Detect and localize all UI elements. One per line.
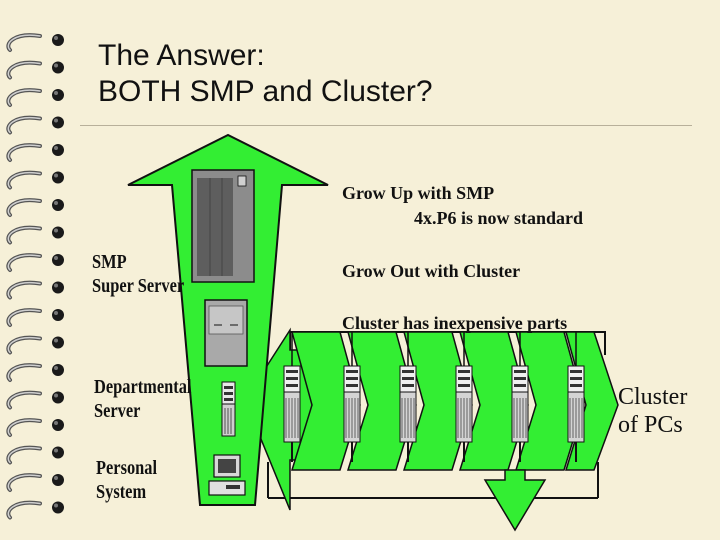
spiral-ring-icon bbox=[6, 88, 64, 107]
spiral-ring-icon bbox=[6, 308, 64, 327]
tier-personal-line-2: System bbox=[96, 481, 147, 503]
point-cluster-parts: Cluster has inexpensive parts bbox=[342, 313, 568, 333]
spiral-ring-icon bbox=[6, 363, 64, 382]
spiral-ring-icon bbox=[6, 33, 64, 52]
spiral-ring-icon bbox=[6, 280, 64, 300]
tier-smp-line-2: Super Server bbox=[92, 275, 185, 297]
spiral-ring-icon bbox=[6, 253, 64, 272]
title-line-1: The Answer: bbox=[98, 39, 265, 72]
personal-system-icon bbox=[208, 454, 246, 496]
departmental-server-icon bbox=[221, 381, 236, 437]
spiral-binding-icon bbox=[6, 33, 64, 520]
slide-title: The Answer: BOTH SMP and Cluster? bbox=[98, 38, 678, 110]
smp-cluster-diagram bbox=[127, 133, 619, 532]
point-grow-up: Grow Up with SMP bbox=[342, 183, 495, 203]
tier-departmental-line-2: Server bbox=[94, 400, 141, 422]
title-line-2: BOTH SMP and Cluster? bbox=[98, 75, 433, 108]
cluster-label-line-2: of PCs bbox=[618, 412, 683, 438]
spiral-ring-icon bbox=[6, 115, 64, 135]
tier-label-departmental: Departmental Server bbox=[94, 375, 191, 423]
spiral-ring-icon bbox=[6, 335, 64, 355]
cluster-pc-icon bbox=[399, 332, 417, 462]
cluster-of-pcs-label: Cluster of PCs bbox=[618, 383, 687, 439]
spiral-ring-icon bbox=[6, 225, 64, 245]
smp-super-server-icon bbox=[191, 169, 255, 367]
cluster-pc-icon bbox=[511, 332, 529, 462]
tier-label-smp: SMP Super Server bbox=[92, 250, 184, 298]
point-grow-up-sub: 4x.P6 is now standard bbox=[414, 208, 584, 228]
point-grow-out: Grow Out with Cluster bbox=[342, 261, 521, 281]
tier-departmental-line-1: Departmental bbox=[94, 376, 192, 398]
grow-out-arrows bbox=[244, 327, 619, 532]
title-divider bbox=[80, 125, 692, 126]
tier-smp-line-1: SMP bbox=[92, 251, 127, 273]
spiral-ring-icon bbox=[6, 170, 64, 190]
cluster-pc-icon bbox=[283, 332, 301, 462]
spiral-ring-icon bbox=[6, 60, 64, 80]
cluster-label-line-1: Cluster bbox=[618, 384, 688, 410]
tier-label-personal: Personal System bbox=[96, 456, 157, 504]
spiral-ring-icon bbox=[6, 390, 64, 410]
spiral-ring-icon bbox=[6, 143, 64, 162]
cluster-pc-icon bbox=[567, 332, 585, 462]
cluster-pc-towers bbox=[283, 332, 585, 462]
spiral-ring-icon bbox=[6, 473, 64, 492]
spiral-ring-icon bbox=[6, 500, 64, 520]
cluster-pc-icon bbox=[455, 332, 473, 462]
cluster-pc-icon bbox=[343, 332, 361, 462]
spiral-ring-icon bbox=[6, 198, 64, 217]
spiral-ring-icon bbox=[6, 418, 64, 437]
spiral-ring-icon bbox=[6, 445, 64, 465]
tier-personal-line-1: Personal bbox=[96, 457, 158, 479]
